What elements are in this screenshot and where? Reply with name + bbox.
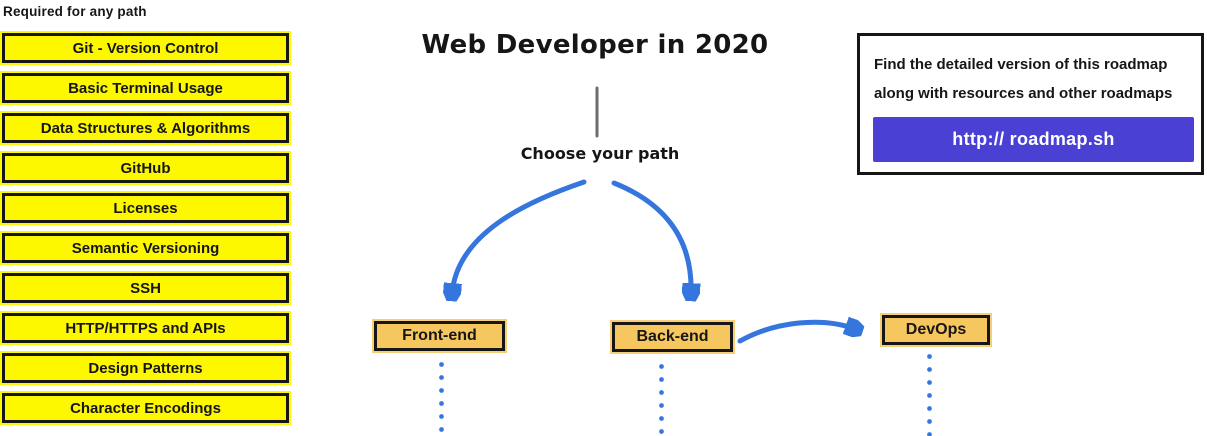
devops-continuation-dots [927,350,932,436]
path-box-back-end[interactable]: Back-end [612,322,733,352]
topic-http-https-apis[interactable]: HTTP/HTTPS and APIs [2,313,289,343]
required-section-heading: Required for any path [3,4,147,19]
page-title: Web Developer in 2020 [421,30,769,60]
info-text-line2: along with resources and other roadmaps [874,85,1173,102]
back-end-continuation-dots [659,360,664,436]
front-end-continuation-dots [439,358,444,436]
info-text-line1: Find the detailed version of this roadma… [874,56,1168,73]
topic-semantic-versioning[interactable]: Semantic Versioning [2,233,289,263]
choose-path-label: Choose your path [520,144,680,163]
arrow-back-end-to-devops [737,322,856,344]
path-box-front-end[interactable]: Front-end [374,321,505,351]
topic-git-version-control[interactable]: Git - Version Control [2,33,289,63]
topic-data-structures-algorithms[interactable]: Data Structures & Algorithms [2,113,289,143]
topic-ssh[interactable]: SSH [2,273,289,303]
topic-licenses[interactable]: Licenses [2,193,289,223]
topic-basic-terminal-usage[interactable]: Basic Terminal Usage [2,73,289,103]
roadmap-url-button[interactable]: http:// roadmap.sh [873,117,1194,162]
topic-github[interactable]: GitHub [2,153,289,183]
arrow-to-front-end [452,179,587,294]
topic-design-patterns[interactable]: Design Patterns [2,353,289,383]
arrow-to-back-end [611,180,691,294]
path-box-devops[interactable]: DevOps [882,315,990,345]
info-box: Find the detailed version of this roadma… [857,33,1204,175]
topic-character-encodings[interactable]: Character Encodings [2,393,289,423]
